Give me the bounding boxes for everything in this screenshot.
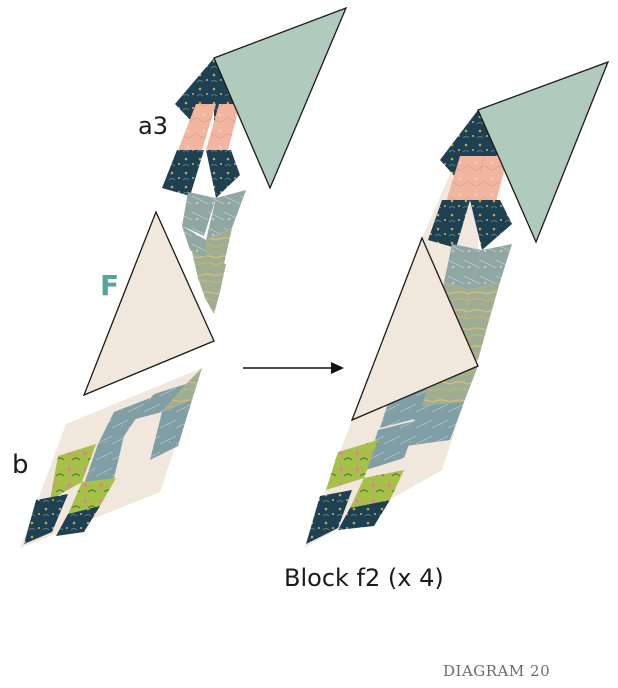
assembly-arrow [243, 362, 344, 374]
b-fabric-diamond-4 [150, 400, 192, 460]
block-f-cream-triangle [350, 236, 479, 422]
b-fabric-diamond-3 [98, 398, 150, 444]
label-a3: a3 [138, 112, 168, 140]
b-fabric-diamond-2 [132, 384, 186, 420]
label-b: b [12, 450, 29, 480]
f-cream-triangle [82, 210, 215, 397]
block-caption: Block f2 (x 4) [284, 564, 444, 592]
b-fabric-diamond-7 [68, 478, 116, 514]
assembled-block-f2 [304, 60, 610, 548]
b-fabric-diamond-5 [84, 436, 124, 484]
b-fabric-diamond-8 [24, 494, 68, 544]
a3-diamond-column [162, 58, 246, 314]
b-fabric-diamond-9 [56, 506, 100, 536]
unit-b [20, 368, 202, 548]
block-sage-triangle [477, 60, 610, 244]
b-fabric-diamond-6 [50, 444, 96, 500]
diagram-number: DIAGRAM 20 [443, 662, 551, 680]
b-fabric-diamond-1 [162, 368, 202, 412]
unit-a3 [162, 6, 348, 314]
a3-sage-triangle [213, 6, 348, 190]
label-f: F [100, 269, 120, 302]
